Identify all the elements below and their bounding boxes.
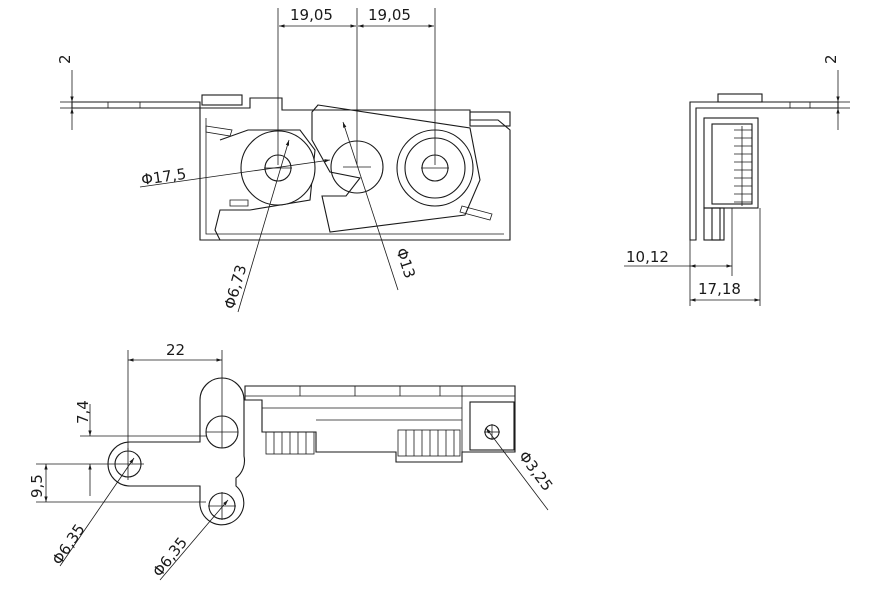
front-right-bracket — [469, 111, 511, 127]
dim-roller-outer-label: Φ17,5 — [140, 165, 187, 189]
front-lever — [214, 129, 316, 241]
dim-cam-label: Φ13 — [392, 246, 419, 281]
dim-hole-right-label: Φ3,25 — [515, 448, 557, 495]
leader-roller-pin — [237, 139, 290, 313]
leader-hole-bottom — [159, 499, 229, 581]
front-pawl — [311, 104, 481, 233]
bottom-body — [244, 385, 516, 463]
dim-side-inner-label: 10,12 — [626, 248, 669, 266]
leader-roller-outer — [139, 159, 331, 188]
bottom-spring-left — [265, 431, 315, 455]
bottom-spring-right — [397, 429, 461, 457]
dim-side-total-label: 17,18 — [698, 280, 741, 298]
bottom-right-tab — [469, 401, 515, 451]
leader-hole-left — [59, 457, 135, 567]
side-top-bracket — [717, 93, 763, 103]
front-mount-tab — [71, 101, 201, 109]
bottom-mount-plate — [107, 377, 246, 526]
front-view: 19,05 19,05 2 Φ17,5 Φ6,73 Φ13 — [56, 6, 511, 313]
bottom-view: 22 7,4 9,5 Φ6,35 Φ6,35 Φ3,25 — [28, 341, 556, 580]
dim-bottom-horizontal-label: 22 — [166, 341, 185, 359]
dim-bottom-vertical-top-label: 7,4 — [74, 400, 92, 424]
side-body — [703, 117, 759, 209]
dim-side-thickness-label: 2 — [822, 54, 840, 64]
dim-top-left-label: 19,05 — [290, 6, 333, 24]
dim-hole-bottom-label: Φ6,35 — [149, 534, 191, 581]
side-spring — [734, 126, 752, 206]
dim-top-right-label: 19,05 — [368, 6, 411, 24]
leader-hole-right — [485, 427, 549, 511]
leader-cam — [342, 121, 399, 291]
dim-front-thickness-label: 2 — [56, 54, 74, 64]
dim-bottom-vertical-mid-label: 9,5 — [28, 474, 46, 498]
side-view: 2 10,12 17,18 — [624, 54, 850, 306]
dim-hole-left-label: Φ6,35 — [48, 521, 88, 569]
front-top-bracket — [201, 94, 243, 106]
